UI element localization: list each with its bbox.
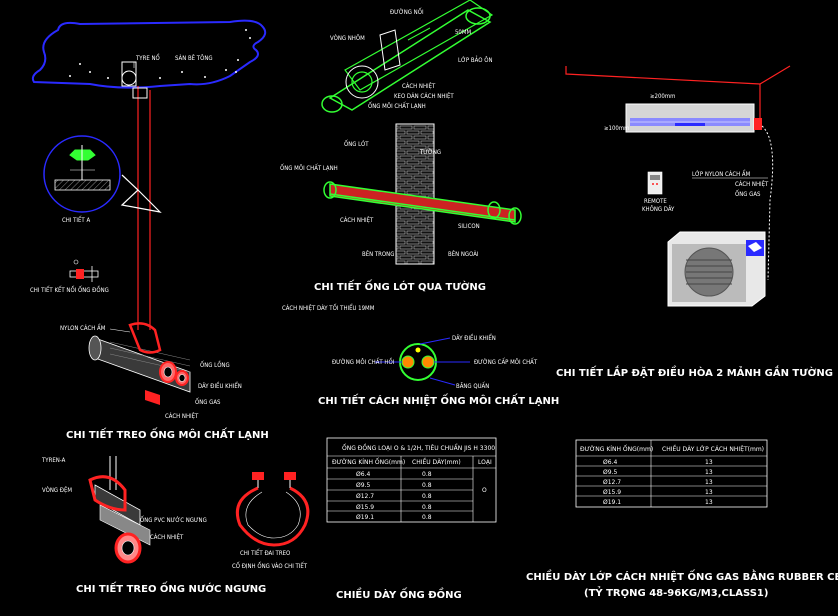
label-ong-lot: ỐNG LÓT — [344, 140, 369, 148]
label-tyren: TYREN-A — [41, 457, 66, 464]
label-vong-nhom: VÒNG NHÔM — [330, 35, 365, 42]
label-dim-100: ≥100mm — [604, 125, 629, 132]
copper-type: O — [482, 487, 487, 494]
insulation-cell: Ø6.4 — [603, 459, 617, 466]
insulation-cell: Ø12.7 — [603, 479, 621, 486]
insulation-cell: Ø15.9 — [603, 489, 621, 496]
insulation-col-1: ĐƯỜNG KÍNH ỐNG(mm) — [580, 445, 653, 453]
outdoor-unit[interactable] — [667, 231, 766, 307]
label-connector: CHI TIẾT KẾT NỐI ỐNG ĐỒNG — [30, 285, 109, 294]
label-ben-ngoai: BÊN NGOÀI — [448, 250, 479, 258]
label-ong-gas: ỐNG GAS — [195, 398, 221, 406]
copper-cell: 0.8 — [422, 514, 432, 521]
label-duong-cap: ĐƯỜNG CẤP MÔI CHẤT — [474, 358, 538, 366]
copper-col-3: LOẠI — [478, 459, 492, 466]
label-cach-nhiet-cond: CÁCH NHIỆT — [150, 533, 184, 541]
title-sleeve-wall: CHI TIẾT ỐNG LÓT QUA TƯỜNG — [314, 278, 486, 293]
label-tyre-no: TYRE NỔ — [135, 54, 160, 62]
title-install-ac: CHI TIẾT LẮP ĐẶT ĐIỀU HÒA 2 MẢNH GẮN TƯỜ… — [556, 364, 833, 379]
copper-cell: Ø19.1 — [356, 514, 374, 521]
copper-table-header: ỐNG ĐỒNG LOẠI O & 1/2H, TIÊU CHUẨN JIS H… — [342, 443, 495, 452]
copper-cell: Ø6.4 — [356, 471, 370, 478]
insulation-cell: 13 — [705, 469, 713, 476]
label-co-dinh: CỐ ĐỊNH ỐNG VÀO CHI TIẾT — [232, 562, 308, 570]
insulation-cross-section — [375, 337, 470, 386]
label-cach-nhiet-day: CÁCH NHIỆT DÀY TỐI THIỂU 19MM — [282, 304, 375, 312]
label-ong-moi-chat-wall: ỐNG MÔI CHẤT LẠNH — [280, 164, 338, 172]
detail-a-circle — [43, 135, 121, 213]
label-keo-dan: KEO DÁN CÁCH NHIỆT — [394, 92, 454, 100]
condensate-pipe-bundle — [88, 456, 151, 564]
label-nylon-cach-am: NYLON CÁCH ẨM — [60, 324, 106, 332]
copper-connector — [69, 259, 99, 282]
label-san-be-tong: SÀN BÊ TÔNG — [175, 54, 213, 62]
label-tuong: TƯỜNG — [419, 149, 441, 156]
copper-col-2: CHIỀU DÀY(mm) — [412, 458, 461, 466]
label-cach-nhiet-ac: CÁCH NHIỆT — [735, 180, 769, 188]
label-silicon: SILICON — [458, 223, 480, 230]
label-remote: REMOTE — [644, 198, 667, 205]
copper-cell: Ø12.7 — [356, 493, 374, 500]
hanger-rod — [120, 86, 162, 330]
label-bang-quan: BĂNG QUẤN — [456, 382, 489, 390]
label-ong-moi-chat: ỐNG MÔI CHẤT LẠNH — [368, 102, 426, 110]
copper-col-1: ĐƯỜNG KÍNH ỐNG(mm) — [332, 458, 405, 466]
copper-cell: 0.8 — [422, 482, 432, 489]
ceiling-slab — [31, 19, 267, 89]
indoor-unit[interactable] — [625, 103, 762, 133]
label-cach-nhiet-wall: CÁCH NHIỆT — [340, 216, 374, 224]
insulation-cell: Ø9.5 — [603, 469, 617, 476]
label-chi-tiet-treo-sub: CHI TIẾT ĐAI TREO — [240, 549, 290, 557]
label-lop-bao-on: LỚP BẢO ÔN — [458, 56, 493, 64]
refrigerant-pipe-bundle — [88, 322, 191, 405]
label-dim-50: 50MM — [455, 29, 472, 36]
insulation-cell: 13 — [705, 499, 713, 506]
label-chi-tiet-a: CHI TIẾT A — [62, 216, 90, 224]
copper-table — [326, 437, 497, 523]
label-khong-day: KHÔNG DÂY — [642, 206, 675, 213]
copper-cell: 0.8 — [422, 504, 432, 511]
insulation-col-2: CHIỀU DÀY LỚP CÁCH NHIỆT(mm) — [662, 445, 764, 453]
remote-control-icon — [647, 171, 663, 195]
insulation-cell: 13 — [705, 489, 713, 496]
label-day-dieu-khien: DÂY ĐIỀU KHIỂN — [452, 334, 496, 342]
label-ong-long: ỐNG LỒNG — [200, 360, 230, 369]
ac-install-wall — [565, 65, 791, 124]
label-cach-nhiet-top: CÁCH NHIỆT — [402, 82, 436, 90]
label-lop-nylon: LỚP NYLON CÁCH ẨM — [692, 170, 751, 178]
insulation-table — [575, 439, 768, 508]
insulation-cell: 13 — [705, 459, 713, 466]
label-duong-noi: ĐƯỜNG NỐI — [390, 8, 424, 16]
insulation-cell: 13 — [705, 479, 713, 486]
label-duong-moi-chat: ĐƯỜNG MÔI CHẤT HỒI — [332, 357, 395, 366]
copper-cell: Ø9.5 — [356, 482, 370, 489]
title-hang-refrigerant: CHI TIẾT TREO ỐNG MÔI CHẤT LẠNH — [66, 426, 269, 441]
insulation-cell: Ø19.1 — [603, 499, 621, 506]
title-insulation-thickness-2: (TỶ TRỌNG 48-96KG/M3,CLASS1) — [584, 585, 768, 599]
title-insulation-thickness-1: CHIỀU DÀY LỚP CÁCH NHIỆT ỐNG GAS BẰNG RU… — [526, 568, 838, 583]
label-cach-nhiet-left: CÁCH NHIỆT — [165, 412, 199, 420]
label-ong-gas-ac: ỐNG GAS — [735, 190, 761, 198]
title-hang-condensate: CHI TIẾT TREO ỐNG NƯỚC NGƯNG — [76, 580, 266, 595]
label-ong-pvc: ỐNG PVC NƯỚC NGƯNG — [140, 516, 207, 524]
copper-cell: 0.8 — [422, 471, 432, 478]
copper-cell: 0.8 — [422, 493, 432, 500]
insulation-layers-3d — [321, 0, 494, 113]
title-insulation-pipe: CHI TIẾT CÁCH NHIỆT ỐNG MÔI CHẤT LẠNH — [318, 392, 559, 407]
wall-sleeve — [323, 123, 522, 265]
label-dim-200: ≥200mm — [650, 93, 675, 100]
pipe-clamp-detail — [235, 472, 310, 547]
title-copper-thickness: CHIỀU DÀY ỐNG ĐỒNG — [336, 586, 462, 601]
copper-cell: Ø15.9 — [356, 504, 374, 511]
label-vong-dem: VÒNG ĐỆM — [42, 486, 72, 494]
label-ben-trong: BÊN TRONG — [362, 250, 394, 258]
label-day-dieu-khien-left: DÂY ĐIỀU KHIỂN — [198, 382, 242, 390]
